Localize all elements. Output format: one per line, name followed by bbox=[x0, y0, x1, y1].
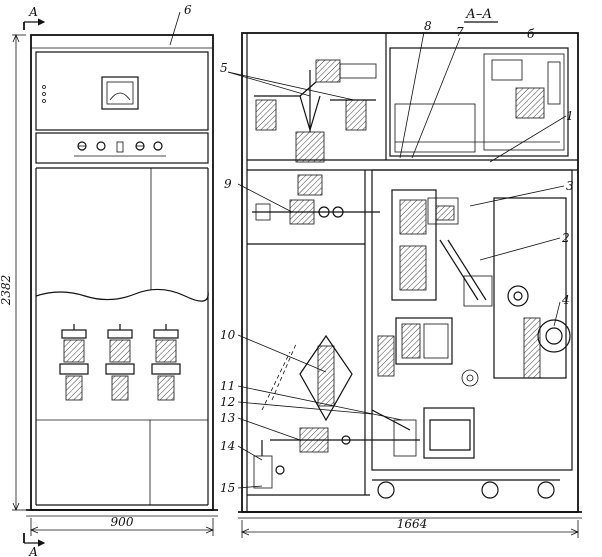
lower-mechanism bbox=[377, 317, 475, 459]
lower-disconnector bbox=[270, 409, 420, 457]
callout-14: 14 bbox=[220, 439, 235, 453]
meter-window bbox=[101, 76, 139, 110]
side-depth-dimension: 1664 bbox=[397, 517, 428, 531]
grounding-switch bbox=[253, 440, 285, 489]
callout-leaders bbox=[169, 11, 567, 489]
relay-block bbox=[491, 59, 561, 119]
circuit-breaker bbox=[391, 189, 493, 307]
callout-11: 11 bbox=[220, 379, 235, 393]
cut-label-bottom: А bbox=[28, 545, 38, 557]
callout-13: 13 bbox=[220, 411, 236, 425]
drive-mechanism bbox=[461, 197, 571, 387]
callout-12: 12 bbox=[220, 395, 235, 409]
front-view bbox=[26, 34, 218, 517]
callout-2: 2 bbox=[561, 231, 570, 245]
front-width-dimension: 900 bbox=[111, 515, 134, 529]
side-depth-dimension-line bbox=[240, 520, 580, 538]
callout-7: 7 bbox=[456, 25, 464, 39]
callout-6-front: 6 bbox=[184, 3, 192, 17]
current-transformers bbox=[59, 324, 181, 401]
callout-4: 4 bbox=[561, 293, 570, 307]
truck-wheels bbox=[372, 479, 560, 499]
callout-5: 5 bbox=[220, 61, 228, 75]
side-section-view bbox=[238, 32, 582, 519]
callout-b: б bbox=[527, 27, 535, 41]
callout-1: 1 bbox=[566, 109, 574, 123]
callout-10: 10 bbox=[220, 328, 236, 342]
height-dimension: 2382 bbox=[0, 275, 13, 307]
callout-3: 3 bbox=[566, 179, 574, 193]
callout-15: 15 bbox=[220, 481, 235, 495]
callout-9: 9 bbox=[224, 177, 232, 191]
section-label: А–А bbox=[465, 7, 492, 22]
upper-disconnector bbox=[252, 199, 380, 225]
height-dimension-line bbox=[12, 33, 26, 512]
control-switches bbox=[74, 141, 166, 157]
cut-label-top: А bbox=[28, 5, 38, 19]
section-cut-marks bbox=[23, 18, 46, 547]
busbar-insulators bbox=[254, 59, 377, 196]
cable-transformer bbox=[261, 334, 353, 422]
front-width-dimension-line bbox=[29, 518, 215, 536]
callout-8: 8 bbox=[424, 19, 432, 33]
